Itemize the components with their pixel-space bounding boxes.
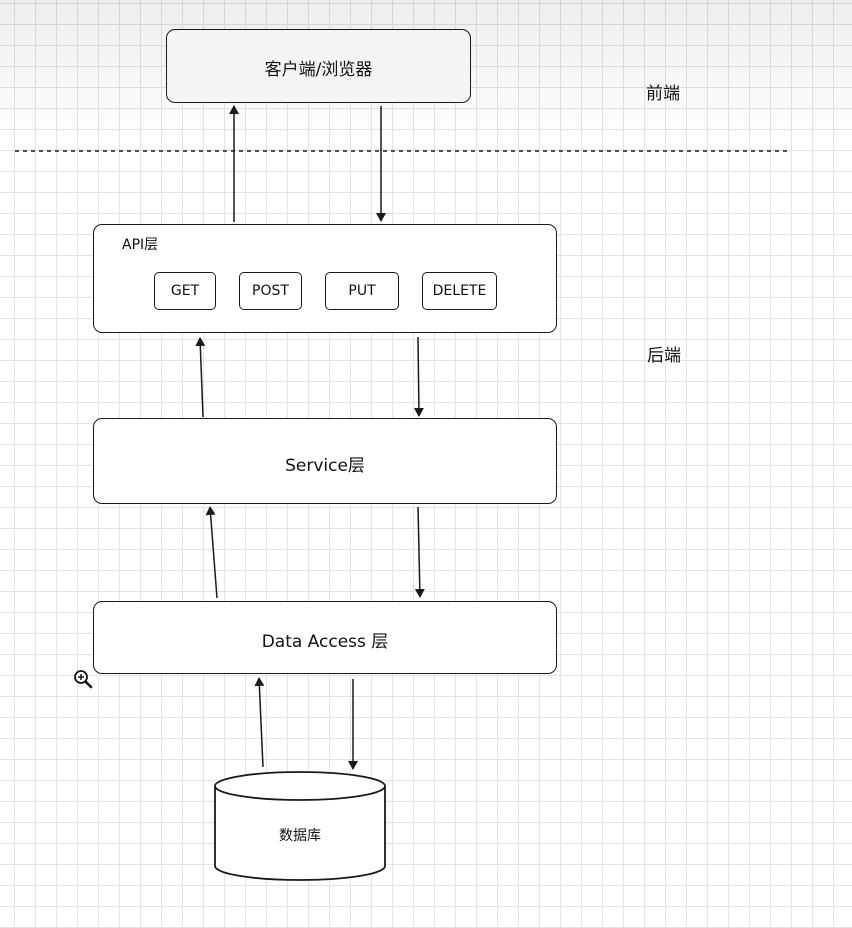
- put-method-label: PUT: [348, 283, 376, 299]
- database-cylinder[interactable]: 数据库: [214, 771, 386, 881]
- get-method-label: GET: [170, 283, 200, 299]
- zoom-in-icon: [72, 668, 94, 690]
- delete-method-label: DELETE: [432, 283, 487, 299]
- put-method-box[interactable]: PUT: [325, 272, 399, 310]
- client-browser-box[interactable]: 客户端/浏览器: [166, 29, 471, 103]
- post-method-box[interactable]: POST: [239, 272, 302, 310]
- data-access-layer-box[interactable]: Data Access 层: [93, 601, 557, 674]
- client-browser-label: 客户端/浏览器: [264, 60, 373, 80]
- delete-method-box[interactable]: DELETE: [422, 272, 497, 310]
- get-method-box[interactable]: GET: [154, 272, 216, 310]
- arrow-api-to-service: [413, 336, 424, 417]
- post-method-label: POST: [252, 283, 289, 299]
- data-access-layer-label: Data Access 层: [261, 632, 389, 652]
- frontend-zone-label: 前端: [646, 84, 680, 104]
- arrow-service-to-data-access: [414, 506, 425, 598]
- api-layer-label: API层: [122, 237, 159, 253]
- database-label: 数据库: [279, 828, 321, 844]
- service-layer-box[interactable]: Service层: [93, 418, 557, 504]
- backend-zone-label: 后端: [647, 346, 681, 366]
- arrow-database-to-data-access: [254, 677, 265, 768]
- arrow-service-to-api: [195, 337, 206, 418]
- arrow-data-access-to-service: [205, 506, 218, 599]
- api-layer-box[interactable]: API层 GET POST PUT DELETE: [93, 224, 557, 333]
- service-layer-label: Service层: [285, 456, 365, 476]
